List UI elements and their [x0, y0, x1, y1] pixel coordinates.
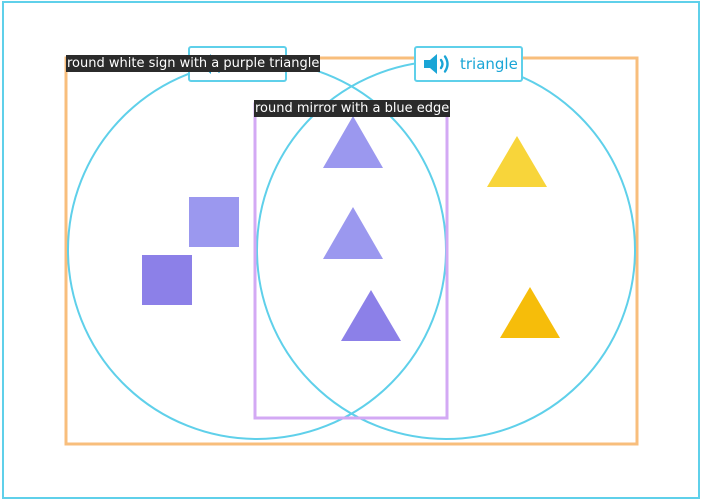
outer-rect — [64, 56, 639, 446]
shape-triangle — [487, 136, 547, 187]
right-speaker-label: triangle — [460, 55, 518, 73]
inner-rect-label: round mirror with a blue edge — [254, 100, 451, 117]
speaker-icon — [422, 52, 452, 76]
shape-triangle — [341, 290, 401, 341]
shape-triangle — [500, 287, 560, 338]
shape-square — [189, 197, 239, 247]
shape-triangle — [323, 116, 383, 168]
shape-square — [142, 255, 192, 305]
shape-triangle — [323, 207, 383, 259]
outer-rect-label: round white sign with a purple triangle — [66, 55, 321, 72]
right-speaker-button[interactable]: triangle — [414, 46, 523, 82]
